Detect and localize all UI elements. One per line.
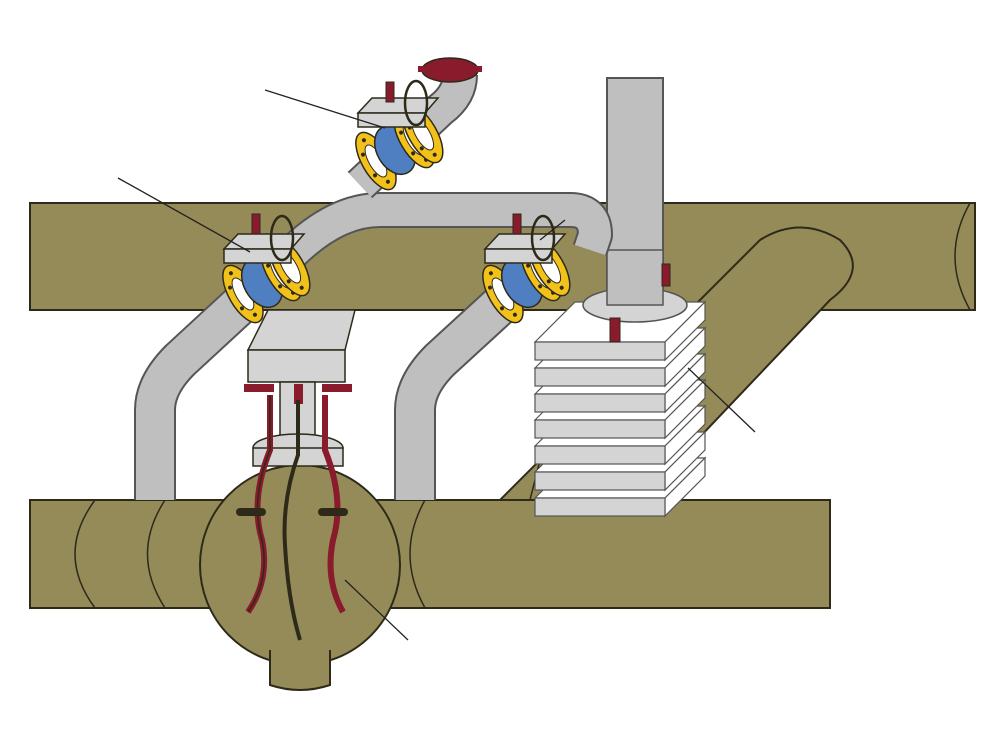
actuator-top bbox=[356, 79, 440, 128]
callout-probe-chamber bbox=[344, 579, 409, 641]
bypass-branch-pipe bbox=[134, 73, 613, 500]
exchanger-fittings bbox=[609, 263, 671, 343]
callout-heat-exchanger bbox=[687, 367, 756, 433]
main-header-pipe-lower bbox=[29, 499, 831, 609]
probe-chamber bbox=[199, 464, 401, 691]
actuator-right bbox=[483, 213, 567, 264]
callout-top-valve bbox=[264, 89, 386, 129]
sensor-probe-assembly bbox=[236, 309, 356, 641]
callout-lines bbox=[117, 89, 756, 641]
finned-heat-exchanger bbox=[533, 249, 707, 518]
callout-right-valve bbox=[539, 219, 566, 241]
top-blind-cap bbox=[418, 57, 482, 83]
actuator-left bbox=[222, 213, 306, 264]
callout-left-valve bbox=[117, 177, 251, 253]
